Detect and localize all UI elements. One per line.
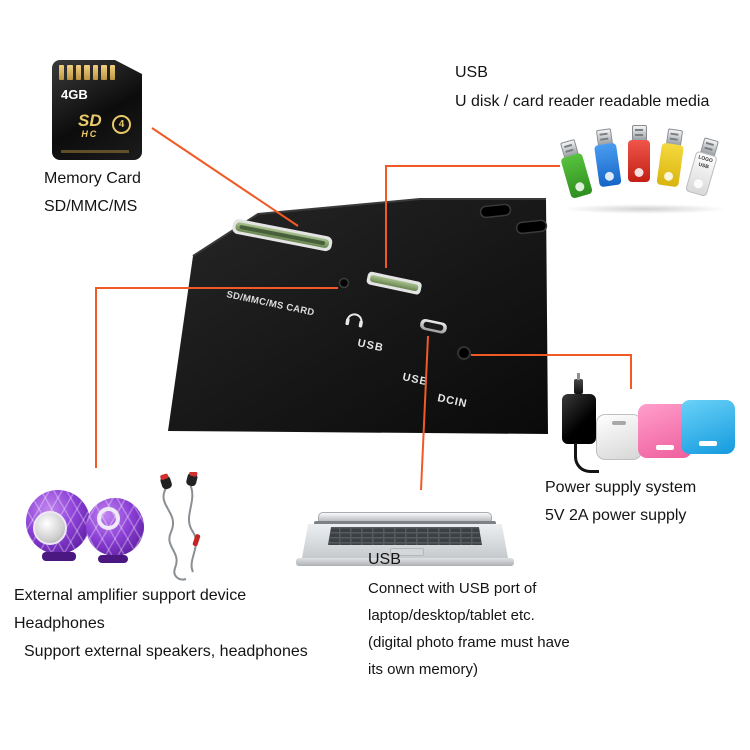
headphone-jack <box>338 277 350 289</box>
callout-line-laptop <box>420 335 429 491</box>
headphone-icon <box>345 313 363 328</box>
earphone-wire-1 <box>162 487 187 581</box>
laptop-usb-line-1: Connect with USB port of <box>368 580 537 597</box>
power-supply-image <box>550 372 745 474</box>
sd-card-image: 4GB SD HC 4 <box>52 60 142 160</box>
earphone-inline-remote <box>192 534 201 547</box>
earbud-1 <box>160 473 172 490</box>
sd-card-capacity: 4GB <box>61 87 88 102</box>
mini-usb-label: USB <box>401 371 429 388</box>
wall-adapter <box>562 373 596 444</box>
usb-connector <box>631 125 647 141</box>
mounting-slot-2 <box>515 219 548 235</box>
audio-line-3: Support external speakers, headphones <box>24 643 308 660</box>
laptop-usb-line-2: laptop/desktop/tablet etc. <box>368 607 535 624</box>
speaker-right <box>86 498 144 556</box>
earbud-2 <box>186 472 198 487</box>
usb-drive-white: LOGO USB <box>684 136 722 200</box>
charger-cube-white <box>596 414 642 460</box>
dc-in-jack <box>457 346 471 360</box>
power-subtitle: 5V 2A power supply <box>545 507 687 524</box>
speaker-left <box>26 490 90 554</box>
callout-line-audio <box>95 287 338 468</box>
earphones-image <box>160 472 201 581</box>
mounting-slot-1 <box>479 203 512 219</box>
speaker-base-right <box>98 555 128 563</box>
frame-top-edge-highlight <box>192 198 546 257</box>
usb-drive-blue <box>592 128 622 190</box>
sd-card-slot <box>232 219 333 252</box>
laptop-hinge <box>314 521 496 525</box>
audio-line-2: Headphones <box>14 615 105 632</box>
callout-line-usb-reader <box>385 165 560 268</box>
usb-host-slot <box>366 271 422 295</box>
speaker-base-left <box>42 552 76 561</box>
callout-line-memory-card <box>151 127 299 227</box>
usb-reader-title: USB <box>455 64 488 81</box>
usb-drive-red <box>628 125 650 185</box>
audio-line-1: External amplifier support device <box>14 587 247 604</box>
earphone-wire-2 <box>188 483 197 573</box>
audio-devices-image <box>18 472 228 584</box>
usb-drives-shadow <box>562 204 728 214</box>
speed-class-badge: 4 <box>112 115 131 134</box>
laptop-keyboard <box>328 527 482 545</box>
laptop-usb-line-3: (digital photo frame must have <box>368 634 570 651</box>
sd-card-gold-pins <box>59 65 115 80</box>
sd-card-serial-strip <box>61 150 129 153</box>
memory-card-subtitle: SD/MMC/MS <box>44 198 138 215</box>
power-title: Power supply system <box>545 479 697 496</box>
laptop-image <box>296 506 514 572</box>
laptop-usb-line-4: its own memory) <box>368 661 479 678</box>
adapter-cable <box>574 443 599 473</box>
usb-drive-yellow <box>656 128 686 190</box>
laptop-trackpad <box>390 548 424 556</box>
callout-line-power <box>471 354 632 389</box>
memory-card-title: Memory Card <box>44 170 141 187</box>
laptop-deck <box>302 524 508 558</box>
laptop-front-edge <box>296 558 514 566</box>
laptop-usb-title: USB <box>368 551 401 568</box>
usb-port-label: USB <box>356 337 385 354</box>
usb-drives-image: LOGO USB <box>558 116 733 214</box>
mini-usb-port <box>420 318 447 334</box>
usb-reader-subtitle: U disk / card reader readable media <box>455 93 710 110</box>
sdhc-logo: SD HC <box>78 111 102 139</box>
charger-cube-blue <box>681 400 735 454</box>
usb-drive-green <box>556 138 594 202</box>
